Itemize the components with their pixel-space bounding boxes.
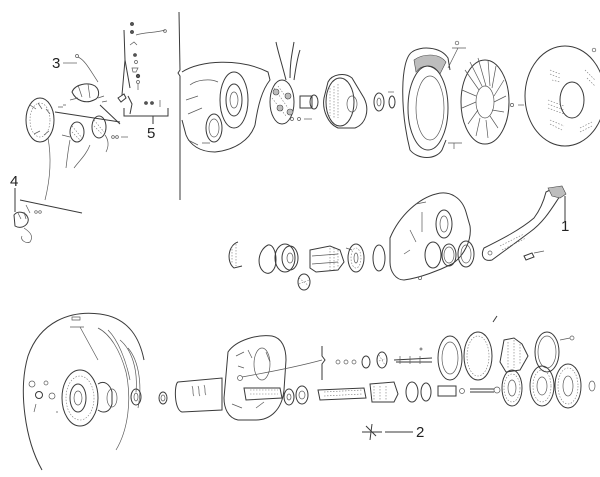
magneto-flywheel-fan-group <box>181 40 600 158</box>
callout-1-kick-start-lever: 1 <box>561 218 570 235</box>
callout-5-fastener-group: 5 <box>147 125 156 142</box>
kick-start-cover-group <box>228 185 567 291</box>
clutch-gearbox-shaft-group <box>22 312 596 471</box>
callout-4-connector: 4 <box>10 173 19 190</box>
ignition-electrical-group <box>13 11 181 243</box>
callout-2-spider-cross: 2 <box>416 424 425 441</box>
callout-3-ignition-coil: 3 <box>52 55 61 72</box>
